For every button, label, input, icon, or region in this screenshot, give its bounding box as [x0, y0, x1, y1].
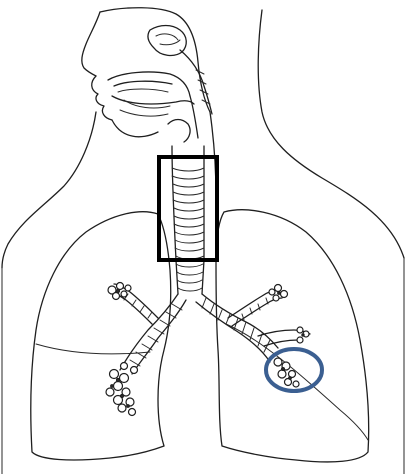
alveoli-clusters [106, 283, 309, 416]
alveoli-lower-left [106, 363, 138, 416]
alveoli-lower-right [274, 358, 299, 387]
right-lung [216, 210, 369, 462]
larynx [168, 120, 190, 143]
trachea-highlight-box [159, 157, 217, 260]
trachea [172, 146, 204, 294]
alveoli-middle-right [297, 327, 309, 343]
nose-mouth-profile [92, 76, 112, 120]
head-section [92, 26, 212, 143]
alveoli-upper-right [269, 285, 288, 302]
chin-outline [112, 120, 158, 137]
left-lung [31, 212, 171, 460]
alveoli-upper-left [108, 283, 131, 300]
